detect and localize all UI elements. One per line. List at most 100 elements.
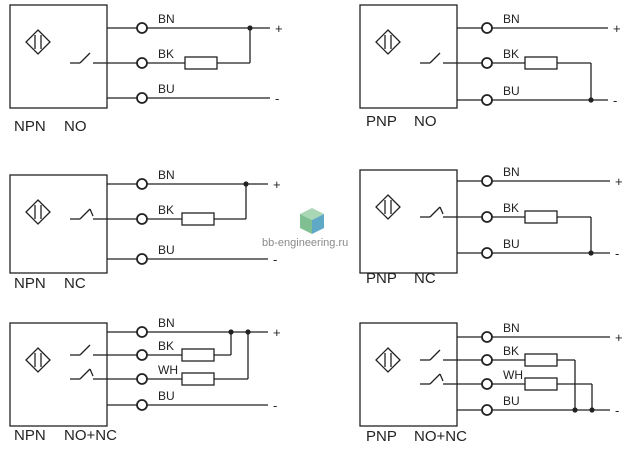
switch-nc-icon xyxy=(420,373,457,385)
wire-label-bu: BU xyxy=(158,82,175,96)
load-resistor xyxy=(524,353,558,367)
terminal-bu xyxy=(136,92,148,104)
polarity-minus: - xyxy=(613,93,617,108)
caption-type: PNP xyxy=(366,113,397,130)
sensor-symbol-icon xyxy=(25,199,51,225)
terminal-bk xyxy=(481,57,493,69)
switch-nc-hook xyxy=(439,373,444,382)
caption-type: NPN xyxy=(14,118,46,135)
junction-dot xyxy=(247,25,253,31)
switch-nc-hook xyxy=(89,368,94,377)
sensor-box xyxy=(359,4,458,109)
wire-label-bk: BK xyxy=(158,47,174,61)
sensor-symbol-icon xyxy=(375,347,401,373)
switch-no-icon xyxy=(420,349,457,361)
caption-mode: NC xyxy=(64,275,86,292)
polarity-minus: - xyxy=(615,403,619,418)
sensor-box xyxy=(359,322,458,427)
polarity-plus: + xyxy=(615,174,623,189)
watermark: bb-engineering.ru xyxy=(262,208,348,249)
cube-right xyxy=(312,214,324,234)
junction-dot xyxy=(589,407,595,413)
sensor-symbol-icon xyxy=(375,29,401,55)
junction-dot xyxy=(228,329,234,335)
wire-label-bu: BU xyxy=(158,243,175,257)
terminal-bk xyxy=(136,213,148,225)
junction-dot xyxy=(588,97,594,103)
wire-label-bk: BK xyxy=(158,203,174,217)
terminal-wh xyxy=(136,373,148,385)
wire-label-bu: BU xyxy=(503,84,520,98)
switch-no-icon xyxy=(70,52,107,64)
wire-label-bn: BN xyxy=(158,316,175,330)
junction-dot xyxy=(588,250,594,256)
caption-type: NPN xyxy=(14,427,46,444)
switch-nc-icon xyxy=(70,208,107,220)
caption-mode: NO xyxy=(64,118,87,135)
switch-blade xyxy=(79,344,91,356)
caption-type: PNP xyxy=(366,270,397,287)
terminal-bk xyxy=(136,349,148,361)
load-resistor xyxy=(524,377,558,391)
switch-blade xyxy=(429,373,441,385)
polarity-plus: + xyxy=(273,325,281,340)
sensor-diamond xyxy=(25,347,51,373)
wire-label-bn: BN xyxy=(158,12,175,26)
switch-blade xyxy=(79,208,91,220)
wire-label-bk: BK xyxy=(503,201,519,215)
terminal-bn xyxy=(136,178,148,190)
polarity-plus: + xyxy=(273,177,281,192)
sensor-box xyxy=(9,4,108,109)
junction-dot xyxy=(245,329,251,335)
polarity-minus: - xyxy=(273,398,277,413)
load-resistor xyxy=(524,56,558,70)
terminal-bk xyxy=(481,354,493,366)
sensor-box xyxy=(9,174,108,274)
terminal-bn xyxy=(481,22,493,34)
sensor-diamond xyxy=(25,29,51,55)
switch-blade xyxy=(79,52,91,64)
load-resistor xyxy=(184,56,218,70)
terminal-bu xyxy=(136,399,148,411)
terminal-wh xyxy=(481,378,493,390)
cube-left xyxy=(300,214,312,234)
sensor-symbol-icon xyxy=(375,194,401,220)
sensor-symbol-icon xyxy=(25,29,51,55)
caption-mode: NO xyxy=(414,113,437,130)
switch-blade xyxy=(79,368,91,380)
terminal-bu xyxy=(481,247,493,259)
caption-mode: NO+NC xyxy=(414,428,467,445)
wire-label-wh: WH xyxy=(158,363,178,377)
load-resistor xyxy=(181,212,215,226)
wire-label-bu: BU xyxy=(503,237,520,251)
terminal-bn xyxy=(481,331,493,343)
junction-dot xyxy=(572,407,578,413)
sensor-diamond xyxy=(375,29,401,55)
terminal-bn xyxy=(136,326,148,338)
switch-blade xyxy=(429,206,441,218)
caption-type: NPN xyxy=(14,275,46,292)
wire-label-wh: WH xyxy=(503,368,523,382)
sensor-box xyxy=(9,322,108,427)
sensor-diamond xyxy=(375,194,401,220)
switch-nc-icon xyxy=(420,206,457,218)
caption-mode: NO+NC xyxy=(64,427,117,444)
terminal-bk xyxy=(136,57,148,69)
terminal-bn xyxy=(136,22,148,34)
polarity-plus: + xyxy=(613,21,621,36)
switch-blade xyxy=(429,349,441,361)
junction-dot xyxy=(243,181,249,187)
terminal-bu xyxy=(481,404,493,416)
polarity-plus: + xyxy=(615,330,623,345)
sensor-diamond xyxy=(25,199,51,225)
terminal-bn xyxy=(481,175,493,187)
polarity-minus: - xyxy=(275,91,279,106)
watermark-text: bb-engineering.ru xyxy=(262,237,348,249)
switch-nc-hook xyxy=(89,208,94,217)
